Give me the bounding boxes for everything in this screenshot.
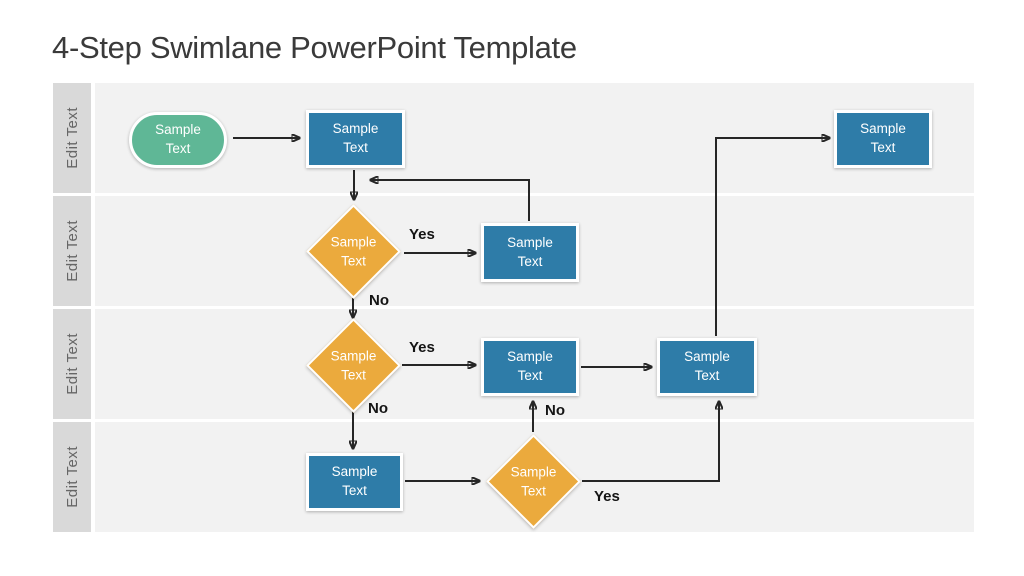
lane-1-label[interactable]: Edit Text bbox=[53, 83, 91, 193]
yes-label-lane2: Yes bbox=[409, 226, 435, 243]
process-shape-lane2[interactable]: Sample Text bbox=[481, 223, 579, 282]
no-label-lane2: No bbox=[369, 292, 389, 309]
lane-2-label[interactable]: Edit Text bbox=[53, 196, 91, 306]
start-terminator-shape[interactable]: Sample Text bbox=[129, 112, 227, 168]
end-process-shape-lane1[interactable]: Sample Text bbox=[834, 110, 932, 168]
connector-l2process-return bbox=[371, 180, 530, 221]
process-shape-lane1[interactable]: Sample Text bbox=[306, 110, 405, 168]
yes-label-lane3: Yes bbox=[409, 339, 435, 356]
process-shape-lane3-second[interactable]: Sample Text bbox=[657, 338, 757, 396]
yes-label-lane4: Yes bbox=[594, 488, 620, 505]
lane-3-label[interactable]: Edit Text bbox=[53, 309, 91, 419]
process-shape-lane4[interactable]: Sample Text bbox=[306, 453, 403, 511]
no-label-return-lane3: No bbox=[545, 402, 565, 419]
page-title: 4-Step Swimlane PowerPoint Template bbox=[52, 30, 577, 65]
connector-l4decision-yes-up bbox=[582, 402, 719, 482]
connector-l3process2-to-l1end bbox=[715, 138, 829, 336]
process-shape-lane3-first[interactable]: Sample Text bbox=[481, 338, 579, 396]
no-label-lane3: No bbox=[368, 400, 388, 417]
lane-4-label[interactable]: Edit Text bbox=[53, 422, 91, 532]
